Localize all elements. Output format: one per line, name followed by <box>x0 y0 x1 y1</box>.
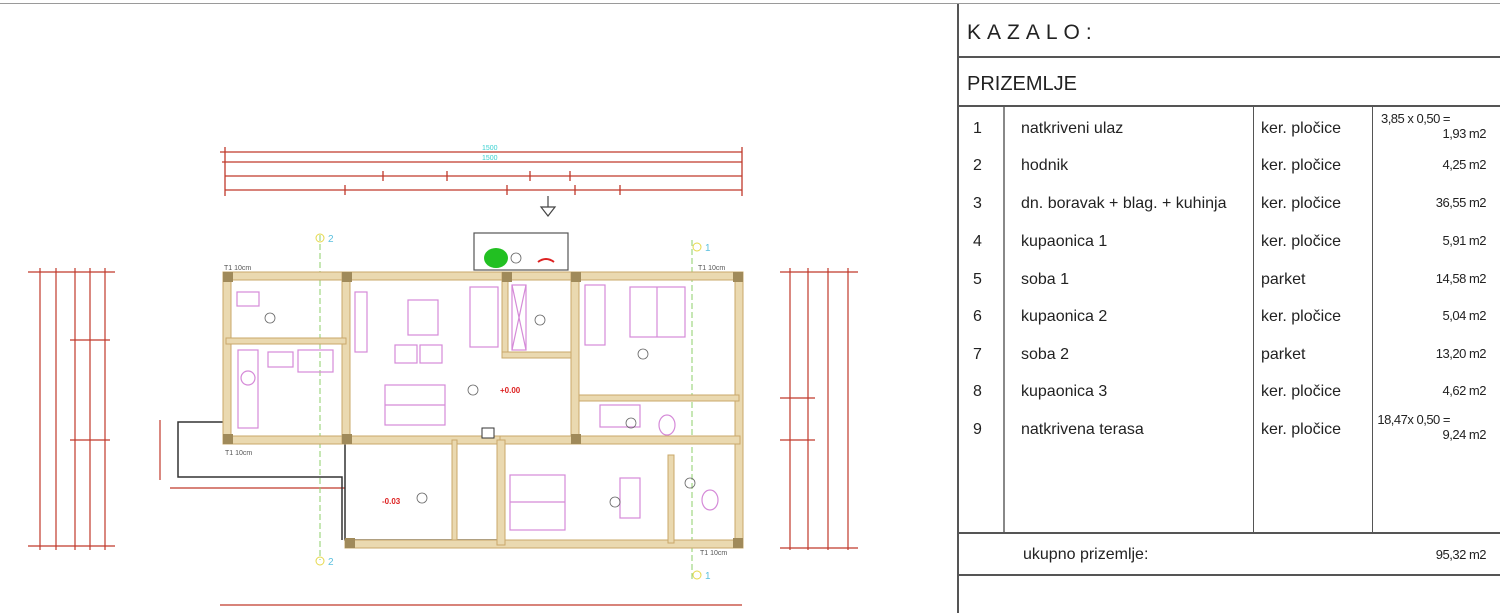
area-calculation: 18,47x 0,50 = <box>1377 412 1450 427</box>
total-label: ukupno prizemlje: <box>1023 546 1149 563</box>
legend-title: KAZALO: <box>959 4 1500 58</box>
room-material: ker. pločice <box>1261 120 1342 137</box>
room-material: ker. pločice <box>1261 233 1342 250</box>
row-number: 2 <box>973 157 982 174</box>
left-dimension-lines <box>28 268 345 550</box>
room-material: ker. pločice <box>1261 421 1342 438</box>
room-material: parket <box>1261 346 1306 363</box>
walls <box>222 271 744 549</box>
room-name: hodnik <box>1021 157 1069 174</box>
room-name: dn. boravak + blag. + kuhinja <box>1021 195 1227 212</box>
wall-label: T1 10cm <box>225 450 252 457</box>
wall-label: T1 10cm <box>224 265 251 272</box>
table-row: 2 hodnik ker. pločice 4,25 m2 <box>959 148 1500 184</box>
room-material: ker. pločice <box>1261 308 1342 325</box>
row-number: 8 <box>973 383 982 400</box>
room-name: kupaonica 3 <box>1021 383 1108 400</box>
room-name: kupaonica 1 <box>1021 233 1108 250</box>
table-row: 5 soba 1 parket 14,58 m2 <box>959 262 1500 298</box>
room-area: 4,25 m2 <box>1442 157 1487 172</box>
overall-dimension-label-2: 1500 <box>482 155 498 162</box>
axis-label-2: 2 <box>328 234 334 245</box>
room-material: ker. pločice <box>1261 195 1342 212</box>
room-material: parket <box>1261 271 1306 288</box>
area-calculation: 3,85 x 0,50 = <box>1380 111 1451 126</box>
room-area: 4,62 m2 <box>1442 383 1487 398</box>
table-row: 6 kupaonica 2 ker. pločice 5,04 m2 <box>959 299 1500 335</box>
room-material: ker. pločice <box>1261 383 1342 400</box>
row-number: 6 <box>973 308 982 325</box>
room-area: 9,24 m2 <box>1442 427 1487 442</box>
room-name: natkrivena terasa <box>1021 421 1144 438</box>
room-area: 36,55 m2 <box>1435 195 1487 210</box>
room-name: soba 2 <box>1021 346 1070 363</box>
legend-body: 1 natkriveni ulaz ker. pločice 3,85 x 0,… <box>959 107 1500 534</box>
row-number: 9 <box>973 421 982 438</box>
svg-text:-0.03: -0.03 <box>382 497 401 506</box>
legend-section-title: PRIZEMLJE <box>959 58 1500 107</box>
terrace-outline <box>177 421 343 540</box>
room-name: kupaonica 2 <box>1021 308 1108 325</box>
room-area: 5,04 m2 <box>1442 308 1487 323</box>
row-number: 5 <box>973 271 982 288</box>
wall-label: T1 10cm <box>698 265 725 272</box>
axis-marker-2 <box>315 233 325 243</box>
furniture <box>236 284 719 531</box>
room-area: 1,93 m2 <box>1442 126 1487 141</box>
plant-icon <box>484 248 508 268</box>
columns <box>223 272 743 548</box>
room-area: 5,91 m2 <box>1442 233 1487 248</box>
overall-dimension-label: 1500 <box>482 145 498 152</box>
total-row: ukupno prizemlje: 95,32 m2 <box>959 534 1500 576</box>
row-number: 3 <box>973 195 982 212</box>
row-number: 7 <box>973 346 982 363</box>
row-number: 4 <box>973 233 982 250</box>
right-dimension-lines <box>780 268 858 550</box>
room-name: natkriveni ulaz <box>1021 120 1124 137</box>
grid-axes <box>319 235 693 580</box>
legend-table: KAZALO: PRIZEMLJE 1 natkriveni ulaz ker.… <box>957 4 1500 613</box>
table-row: 4 kupaonica 1 ker. pločice 5,91 m2 <box>959 224 1500 260</box>
table-row: 8 kupaonica 3 ker. pločice 4,62 m2 <box>959 374 1500 410</box>
room-number-markers <box>264 252 696 508</box>
wall-label: T1 10cm <box>700 550 727 557</box>
room-area: 14,58 m2 <box>1435 271 1487 286</box>
table-row: 3 dn. boravak + blag. + kuhinja ker. plo… <box>959 186 1500 222</box>
room-material: ker. pločice <box>1261 157 1342 174</box>
entrance-arrow-icon <box>539 196 557 217</box>
covered-entrance <box>473 232 569 271</box>
table-row: 7 soba 2 parket 13,20 m2 <box>959 337 1500 373</box>
page-top-border <box>0 3 1500 4</box>
table-row: 1 natkriveni ulaz ker. pločice 3,85 x 0,… <box>959 111 1500 147</box>
top-dimension-lines <box>220 147 743 606</box>
axis-label-2-bottom: 2 <box>328 557 334 568</box>
total-value: 95,32 m2 <box>1435 547 1487 562</box>
room-name: soba 1 <box>1021 271 1070 288</box>
axis-label-1-bottom: 1 <box>705 571 711 582</box>
table-row: 9 natkrivena terasa ker. pločice 18,47x … <box>959 412 1500 448</box>
stair-marker <box>481 427 495 439</box>
svg-text:+0.00: +0.00 <box>500 386 521 395</box>
room-area: 13,20 m2 <box>1435 346 1487 361</box>
axis-label-1: 1 <box>705 243 711 254</box>
row-number: 1 <box>973 120 982 137</box>
floor-plan: 1500 1500 2 2 1 1 <box>28 145 858 606</box>
